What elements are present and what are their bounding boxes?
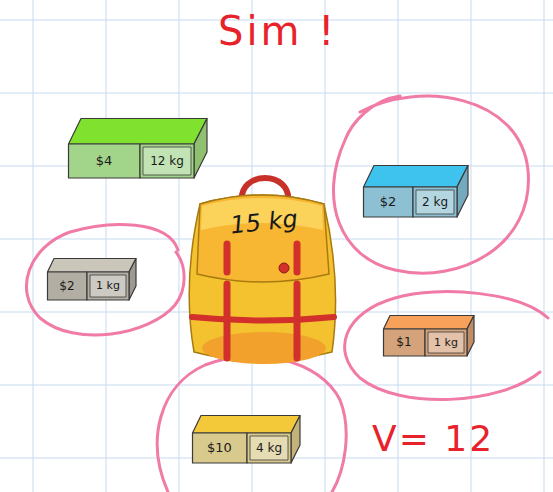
box-side — [467, 316, 474, 357]
price-label: $1 — [383, 329, 425, 356]
box-top — [384, 316, 475, 330]
box-front — [69, 144, 141, 178]
weight-label: 2 kg — [413, 187, 457, 217]
box-outline — [68, 118, 208, 179]
price-label: $2 — [47, 272, 87, 300]
item-box: $11 kg — [383, 315, 474, 356]
price-label: $4 — [68, 144, 140, 178]
box-top — [69, 119, 208, 145]
grid-line — [179, 0, 180, 492]
item-box: $22 kg — [363, 165, 468, 217]
handwritten-note: Sim ! — [218, 8, 337, 54]
strap — [192, 317, 334, 321]
knapsack: 15 kg — [172, 172, 352, 370]
box-front — [425, 329, 467, 356]
pack-flap — [197, 195, 329, 282]
knapsack-drawing — [172, 172, 352, 370]
circle-mark — [333, 96, 528, 273]
item-box: $412 kg — [68, 118, 207, 178]
box-front — [87, 272, 129, 300]
box-front — [413, 187, 457, 217]
box-front — [140, 144, 194, 178]
grid-line — [0, 385, 553, 386]
price-label: $2 — [363, 187, 413, 217]
item-box: $21 kg — [47, 258, 136, 300]
box-front — [247, 433, 291, 463]
item-box: $104 kg — [192, 415, 300, 463]
buckle — [279, 263, 289, 273]
box-top — [48, 259, 137, 273]
box-top — [364, 166, 469, 188]
circle-mark — [157, 356, 346, 492]
circle-mark — [345, 292, 548, 400]
box-front — [48, 272, 88, 300]
box-side — [129, 259, 136, 301]
grid-line — [33, 0, 34, 492]
grid-line — [0, 93, 553, 94]
strap — [224, 244, 231, 272]
box-side — [457, 166, 468, 218]
grid-line — [106, 0, 107, 492]
circle-mark — [26, 225, 184, 336]
weight-label: 1 kg — [425, 329, 467, 356]
selection-circles — [26, 96, 548, 492]
weight-label: 4 kg — [247, 433, 291, 463]
box-top — [193, 416, 301, 434]
grid-line — [544, 0, 545, 492]
box-side — [291, 416, 300, 464]
box-outline — [192, 415, 301, 464]
strap — [294, 244, 301, 272]
weight-label: 12 kg — [140, 144, 194, 178]
box-front — [364, 187, 414, 217]
box-outline — [363, 165, 469, 218]
box-front — [384, 329, 426, 356]
price-label: $10 — [192, 433, 247, 463]
box-side — [194, 119, 207, 179]
pack-bottom — [202, 332, 326, 364]
box-front — [193, 433, 248, 463]
weight-label: 1 kg — [87, 272, 129, 300]
handwritten-value: V= 12 — [372, 418, 494, 459]
